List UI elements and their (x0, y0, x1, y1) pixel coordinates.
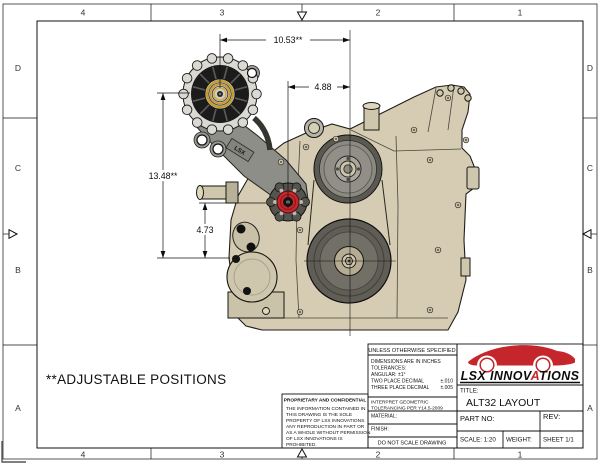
spec-line: TWO PLACE DECIMAL (371, 379, 424, 385)
zone-number: 1 (518, 8, 523, 18)
block-tab (460, 257, 471, 277)
dim-pump-offset-width: 4.88 (314, 82, 331, 92)
spec-header: UNLESS OTHERWISE SPECIFIED (368, 348, 455, 354)
zone-letter: C (15, 163, 21, 173)
dim-overall-height: 13.48** (149, 171, 178, 181)
block-bolts (277, 94, 470, 316)
alternator-bolt (212, 143, 224, 155)
zone-letter: D (587, 63, 593, 73)
spec-value: ±.010 (441, 379, 454, 385)
center-mark-left (3, 228, 19, 240)
zone-number: 3 (220, 450, 225, 460)
dim-overall-width: 10.53** (274, 35, 303, 45)
valve-cover-stud (436, 89, 444, 97)
proprietary-line: THIS DRAWING IS THE SOLE (286, 412, 352, 418)
logo-car (468, 345, 575, 366)
zone-letter: B (587, 265, 593, 275)
zone-letter: A (15, 403, 21, 413)
weight-label: WEIGHT: (506, 437, 532, 444)
spec-value: ±.005 (441, 385, 454, 391)
water-pump-pulley (313, 134, 383, 204)
zone-letter: D (15, 63, 21, 73)
valve-cover-stud (464, 94, 472, 102)
part-no-label: PART NO: (460, 414, 495, 423)
bracket-label: LSX (233, 146, 246, 157)
adjustment-slot (252, 115, 273, 151)
bracket-plate: LSX (225, 137, 255, 163)
proprietary-line: ANY REPRODUCTION IN PART OR (286, 424, 365, 430)
alternator-fin-gaps (192, 66, 248, 122)
proprietary-line: PROPERTY OF LSX INNOVATIONS. (286, 418, 366, 424)
zone-number: 4 (81, 8, 86, 18)
interpret-line: INTERPRET GEOMETRIC (371, 400, 429, 406)
logo-text: LSX INNOVATIONS (461, 369, 580, 383)
oil-fill-tube (362, 102, 381, 131)
material-label: MATERIAL: (371, 414, 397, 420)
outer-border (2, 3, 598, 460)
title-block: PROPRIETARY AND CONFIDENTIAL THE INFORMA… (281, 343, 584, 449)
trim-mark (1, 441, 26, 463)
spec-line: TOLERANCES: (371, 366, 406, 372)
spec-line: DIMENSIONS ARE IN INCHES (371, 359, 441, 365)
proprietary-line: THE INFORMATION CONTAINED IN (286, 406, 366, 412)
title-label: TITLE: (460, 388, 479, 395)
scale-label: SCALE: 1:20 (460, 437, 496, 444)
finish-label: FINISH: (371, 427, 389, 433)
center-mark-right (581, 228, 597, 240)
valve-cover-stud (447, 84, 455, 92)
alternator-bolt (196, 134, 208, 146)
spec-line: THREE PLACE DECIMAL (371, 385, 430, 391)
title-value: ALT32 LAYOUT (466, 397, 541, 409)
tensioner (232, 221, 260, 253)
spec-line: ANGULAR: ±1° (371, 372, 405, 378)
engine-drawing: LSX (178, 30, 480, 336)
lsx-innovations-logo: LSX INNOVATIONS (460, 345, 580, 384)
center-mark-top (296, 4, 308, 22)
heater-fitting (196, 181, 239, 204)
zone-letter: C (587, 163, 593, 173)
water-pump-hub (266, 182, 310, 222)
proprietary-line: PROHIBITED. (286, 442, 317, 448)
zone-letter: A (587, 403, 593, 413)
interpret-line: TOLERANCING PER Y14.5-2009 (371, 406, 443, 412)
zone-number: 3 (220, 8, 225, 18)
valve-cover-stud (457, 87, 465, 95)
zone-number: 2 (376, 8, 381, 18)
belt (307, 179, 315, 246)
starter (226, 251, 285, 319)
rev-label: REV: (543, 412, 560, 421)
proprietary-line: OF LSX INNOVATIONS IS (286, 436, 343, 442)
zone-letter: B (15, 265, 21, 275)
dim-pump-offset-height: 4.73 (196, 225, 213, 235)
do-not-scale: DO NOT SCALE DRAWING (378, 441, 447, 447)
adjustable-positions-note: **ADJUSTABLE POSITIONS (46, 372, 226, 387)
engine-mount-boss (466, 166, 480, 190)
alternator (178, 53, 262, 158)
proprietary-line: AS A WHOLE WITHOUT PERMISSION (286, 430, 371, 436)
dimensions: 10.53** 4.88 13.48** 4.73 (141, 34, 350, 259)
alternator-bolt (246, 67, 258, 79)
zone-number: 1 (518, 450, 523, 460)
center-mark-bottom (296, 447, 308, 459)
sheet-label: SHEET 1/1 (543, 437, 574, 444)
proprietary-title: PROPRIETARY AND CONFIDENTIAL (284, 398, 367, 404)
belt (381, 179, 391, 246)
zone-number: 2 (376, 450, 381, 460)
zone-number: 4 (81, 450, 86, 460)
